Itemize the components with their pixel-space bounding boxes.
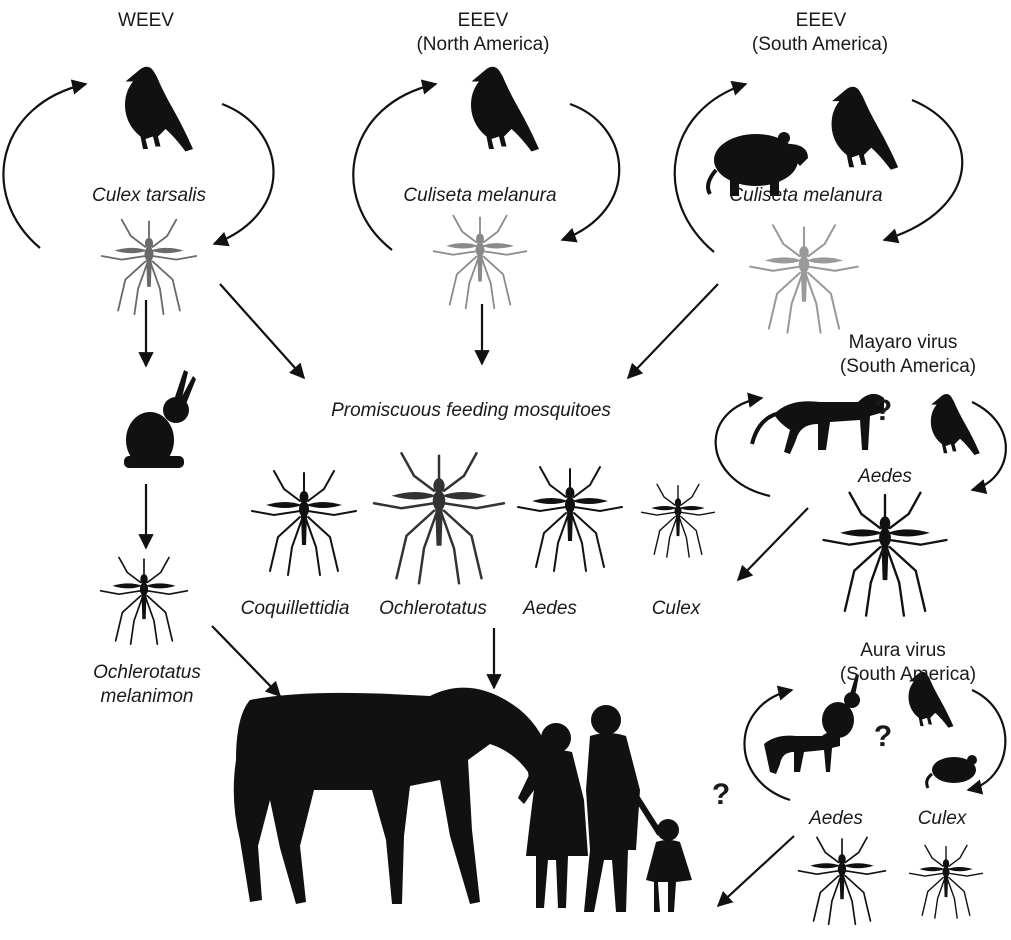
eeev-na-region: (North America) (398, 34, 568, 56)
culex-tarsalis-mosquito-icon (102, 220, 197, 315)
rabbit-icon (124, 370, 196, 468)
eeev-na-title: EEEV (408, 10, 558, 32)
aura-unknown-marker: ? (868, 726, 898, 748)
aura-region: (South America) (818, 664, 998, 686)
arrow (738, 508, 808, 580)
arrow (628, 284, 718, 378)
arrow (718, 836, 794, 906)
rodent-icon (927, 755, 977, 788)
mayaro-cycle (716, 394, 1006, 616)
aura-title: Aura virus (828, 640, 978, 662)
aura-cycle (744, 672, 1005, 924)
aedes-mosquito-icon (824, 493, 947, 616)
mayaro-region: (South America) (818, 356, 998, 378)
ochlerotatus-melanimon-mosquito-icon (101, 558, 188, 645)
genus-label-ochlerotatus: Ochlerotatus (368, 598, 498, 620)
weev-title: WEEV (96, 10, 196, 32)
arrow (972, 402, 1006, 490)
bird-icon (125, 67, 193, 152)
culiseta-melanura-mosquito-icon (750, 225, 857, 332)
weev-bridge-vector-line2: melanimon (62, 686, 232, 708)
genus-label-culex: Culex (636, 598, 716, 620)
bird-icon (832, 87, 899, 170)
arrow (214, 104, 274, 244)
aura-vector-label-aedes: Aedes (796, 808, 876, 830)
mayaro-vector-label: Aedes (840, 466, 930, 488)
weev-bridge-vector-line1: Ochlerotatus (62, 662, 232, 684)
horse-icon (234, 688, 554, 904)
arrow (884, 100, 962, 240)
eeev-south-america-cycle (675, 84, 963, 333)
mayaro-title: Mayaro virus (828, 332, 978, 354)
aedes-mosquito-icon (518, 467, 622, 571)
arrow (220, 284, 304, 378)
arrow (562, 104, 619, 240)
bird-icon (471, 67, 539, 152)
culiseta-melanura-mosquito-icon (434, 216, 527, 309)
culex-mosquito-icon (642, 484, 715, 557)
genus-label-aedes: Aedes (510, 598, 590, 620)
aedes-mosquito-icon (799, 837, 886, 924)
human-unknown-marker: ? (706, 784, 736, 806)
ochlerotatus-mosquito-icon (374, 453, 504, 583)
arrow (353, 84, 436, 250)
aura-vector-label-culex: Culex (902, 808, 982, 830)
humans-icon (518, 705, 692, 912)
promiscuous-feeders-label: Promiscuous feeding mosquitoes (306, 400, 636, 422)
eeev-na-vector-label: Culiseta melanura (380, 185, 580, 207)
weev-vector-label: Culex tarsalis (64, 185, 234, 207)
arrow (716, 398, 770, 496)
coquillettidia-mosquito-icon (252, 471, 356, 575)
arrow (3, 84, 86, 248)
genus-label-coquillettidia: Coquillettidia (230, 598, 360, 620)
monkey-icon (752, 394, 884, 454)
eeev-sa-vector-label: Culiseta melanura (706, 185, 906, 207)
monkey-icon (764, 732, 840, 774)
mayaro-unknown-marker: ? (868, 400, 898, 422)
eeev-sa-title: EEEV (746, 10, 896, 32)
promiscuous-mosquitoes-row (252, 453, 714, 583)
eeev-sa-region: (South America) (730, 34, 910, 56)
culex-mosquito-icon (910, 845, 983, 918)
